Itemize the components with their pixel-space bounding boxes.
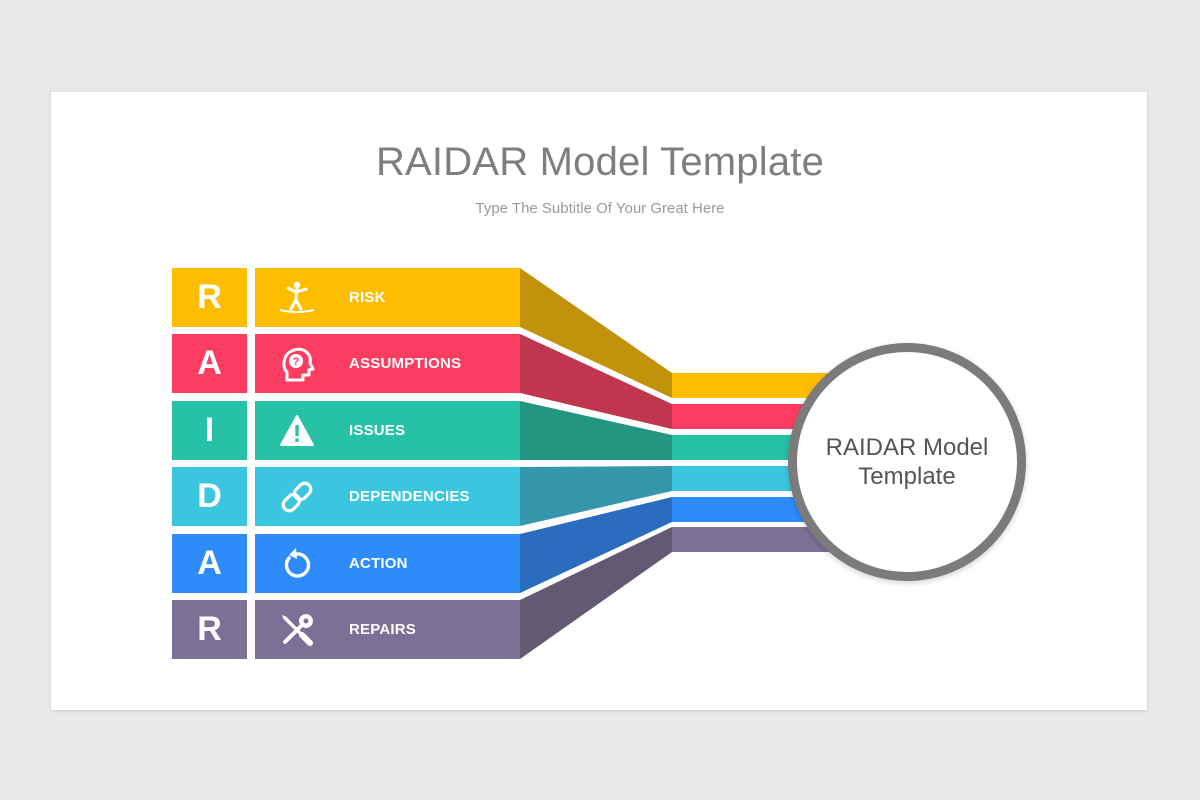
head-question-icon: ? <box>275 342 319 386</box>
tightrope-walker-icon <box>275 276 319 320</box>
letter-box-a: A <box>172 534 247 593</box>
letter-box-d: D <box>172 467 247 526</box>
funnel-thin-bar <box>672 527 832 552</box>
bar-label: REPAIRS <box>349 621 416 638</box>
hub-text-line1: RAIDAR Model <box>825 434 989 461</box>
slide-title: RAIDAR Model Template <box>375 140 825 184</box>
wrench-screwdriver-icon <box>275 608 319 652</box>
funnel-ribbon <box>520 334 672 429</box>
letter-text: R <box>197 610 222 648</box>
refresh-arrow-icon <box>275 542 319 586</box>
letter-box-a: A <box>172 334 247 393</box>
letter-text: D <box>197 477 222 515</box>
svg-text:?: ? <box>293 356 300 368</box>
slide-subtitle: Type The Subtitle Of Your Great Here <box>475 200 725 217</box>
letter-box-i: I <box>172 401 247 460</box>
bar-label: ASSUMPTIONS <box>349 355 462 372</box>
bar-action: ACTION <box>255 534 520 593</box>
bar-label: ACTION <box>349 555 408 572</box>
letter-text: A <box>197 544 222 582</box>
letter-text: A <box>197 344 222 382</box>
center-hub-circle: RAIDAR Model Template <box>788 343 1026 581</box>
funnel-thin-bar <box>672 373 832 398</box>
bar-label: ISSUES <box>349 422 406 439</box>
bar-risk: RISK <box>255 268 520 327</box>
bar-repairs: REPAIRS <box>255 600 520 659</box>
funnel-ribbon <box>520 466 672 526</box>
letter-box-r: R <box>172 600 247 659</box>
hub-text-line2: Template <box>858 463 956 490</box>
bar-label: RISK <box>349 289 386 306</box>
letter-box-r: R <box>172 268 247 327</box>
bar-label: DEPENDENCIES <box>349 488 470 505</box>
funnel-ribbon <box>520 527 672 659</box>
funnel-ribbon <box>520 497 672 593</box>
bar-issues: ISSUES <box>255 401 520 460</box>
letter-text: I <box>204 411 215 449</box>
bar-assumptions: ? ASSUMPTIONS <box>255 334 520 393</box>
funnel-ribbon <box>520 401 672 460</box>
funnel-ribbon <box>520 268 672 398</box>
hub-text: RAIDAR Model Template <box>807 433 1007 491</box>
bar-dependencies: DEPENDENCIES <box>255 467 520 526</box>
chain-link-icon <box>275 475 319 519</box>
letter-text: R <box>197 278 222 316</box>
warning-triangle-icon <box>275 409 319 453</box>
